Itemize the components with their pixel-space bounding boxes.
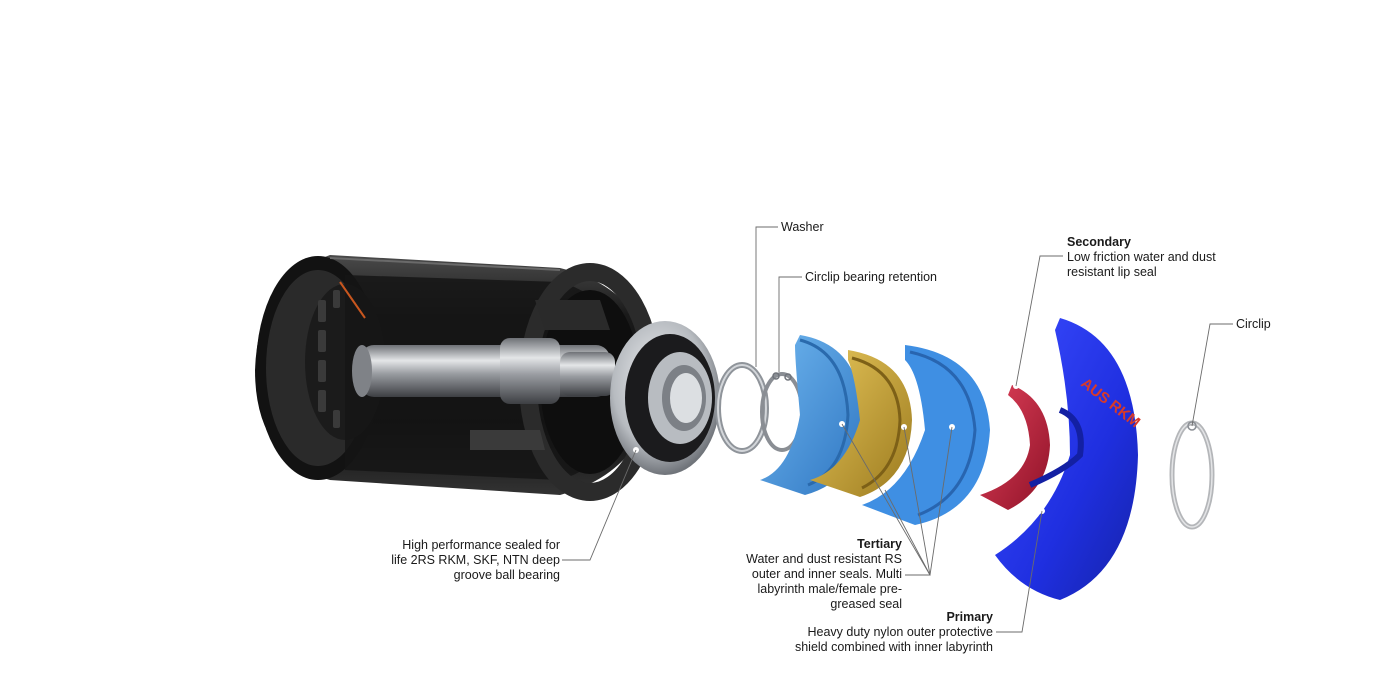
bearing-label: High performance sealed for life 2RS RKM… [385,538,560,583]
bearing-body: High performance sealed for life 2RS RKM… [391,538,560,582]
tertiary-seal-inner [862,345,990,525]
secondary-body: Low friction water and dust resistant li… [1067,250,1216,279]
secondary-label: Secondary Low friction water and dust re… [1067,235,1227,280]
tertiary-body: Water and dust resistant RS outer and in… [746,552,902,611]
shaft [352,338,615,404]
primary-label: Primary Heavy duty nylon outer protectiv… [790,610,993,655]
primary-body: Heavy duty nylon outer protective shield… [794,625,993,654]
tertiary-title: Tertiary [857,537,902,551]
primary-shield: AUS RKM [995,318,1143,600]
roller-shell [255,255,661,501]
circlip [1169,420,1215,530]
primary-title: Primary [946,610,993,624]
circlip-label: Circlip [1236,317,1271,331]
circlip-retention-label: Circlip bearing retention [805,270,938,284]
ball-bearing [610,321,720,475]
tertiary-label: Tertiary Water and dust resistant RS out… [722,537,902,612]
secondary-lip-seal [980,383,1050,510]
washer [715,362,769,454]
leader-lines [562,226,1233,633]
washer-label: Washer [781,220,824,234]
secondary-title: Secondary [1067,235,1131,249]
